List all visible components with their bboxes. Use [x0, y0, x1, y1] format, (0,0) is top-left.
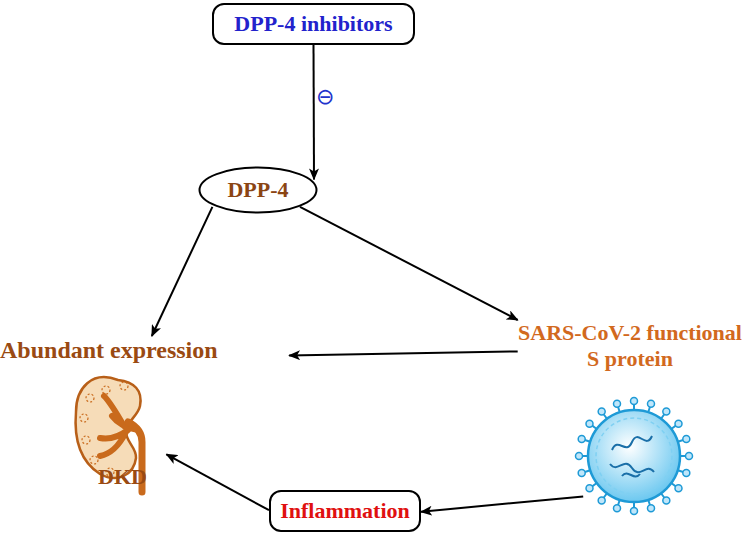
arrow-connector	[313, 45, 316, 179]
arrow-connector	[152, 207, 213, 336]
rounded-box: DPP-4 inhibitors	[212, 3, 415, 45]
node-sublabel: DKD	[98, 464, 147, 490]
node-label: DPP-4	[227, 177, 288, 203]
kidney-node: Abundant expressionDKD	[0, 336, 292, 498]
arrow-connector	[289, 351, 518, 355]
arrow-connector	[166, 454, 269, 510]
arrow-connector	[421, 496, 583, 511]
node-label: Abundant expression	[0, 336, 218, 365]
node-label: DPP-4 inhibitors	[234, 11, 392, 37]
virus-node: SARS-CoV-2 functional S protein	[513, 320, 747, 516]
arrow-connector	[300, 207, 518, 320]
rounded-box: Inflammation	[269, 490, 421, 532]
inhibition-sign: ⊖	[316, 86, 334, 108]
ellipse-node: DPP-4	[198, 166, 318, 214]
node-label: SARS-CoV-2 functional S protein	[517, 320, 743, 373]
node-label: Inflammation	[280, 498, 410, 524]
